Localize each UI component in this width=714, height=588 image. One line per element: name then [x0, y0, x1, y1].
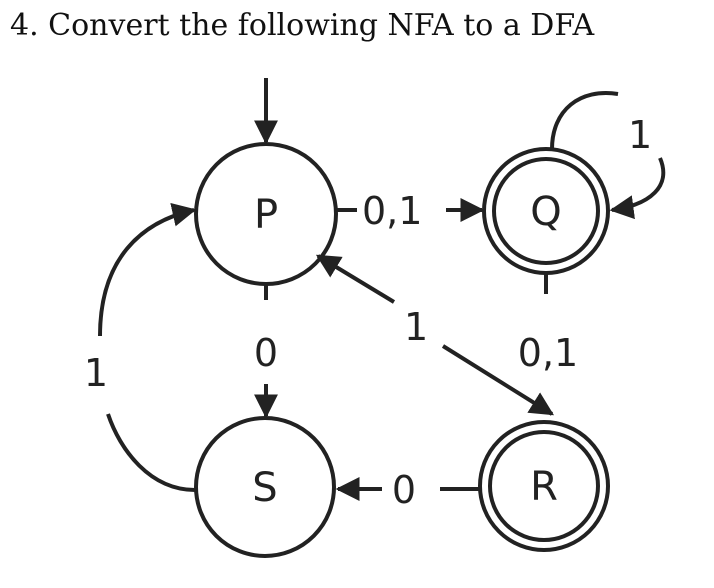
edge-p-to-q-label: 0,1 — [362, 189, 422, 233]
edge-q-to-r-label: 0,1 — [518, 331, 578, 375]
edge-q-loop: 1 — [550, 91, 666, 220]
edge-s-to-p-label: 1 — [84, 351, 108, 395]
state-s-label: S — [252, 465, 277, 511]
state-r: R — [478, 420, 610, 552]
edge-s-to-p: 1 — [84, 202, 197, 492]
state-q: Q — [482, 147, 610, 275]
state-p: P — [194, 142, 338, 286]
edge-p-to-s: 0 — [254, 284, 278, 419]
edge-r-to-p: 1 — [315, 254, 428, 349]
edge-r-to-s-label: 0 — [392, 468, 416, 512]
state-q-label: Q — [530, 189, 561, 235]
edge-r-to-p-label: 1 — [404, 305, 428, 349]
question-text: 4. Convert the following NFA to a DFA — [10, 8, 595, 43]
edge-q-loop-label: 1 — [628, 113, 652, 157]
edge-q-to-r: 0,1 — [441, 273, 578, 416]
edge-r-to-s: 0 — [335, 468, 480, 512]
state-r-label: R — [530, 464, 558, 510]
edge-p-to-s-label: 0 — [254, 331, 278, 375]
state-p-label: P — [254, 192, 278, 238]
state-s: S — [194, 416, 336, 558]
edge-p-to-q: 0,1 — [336, 189, 485, 233]
